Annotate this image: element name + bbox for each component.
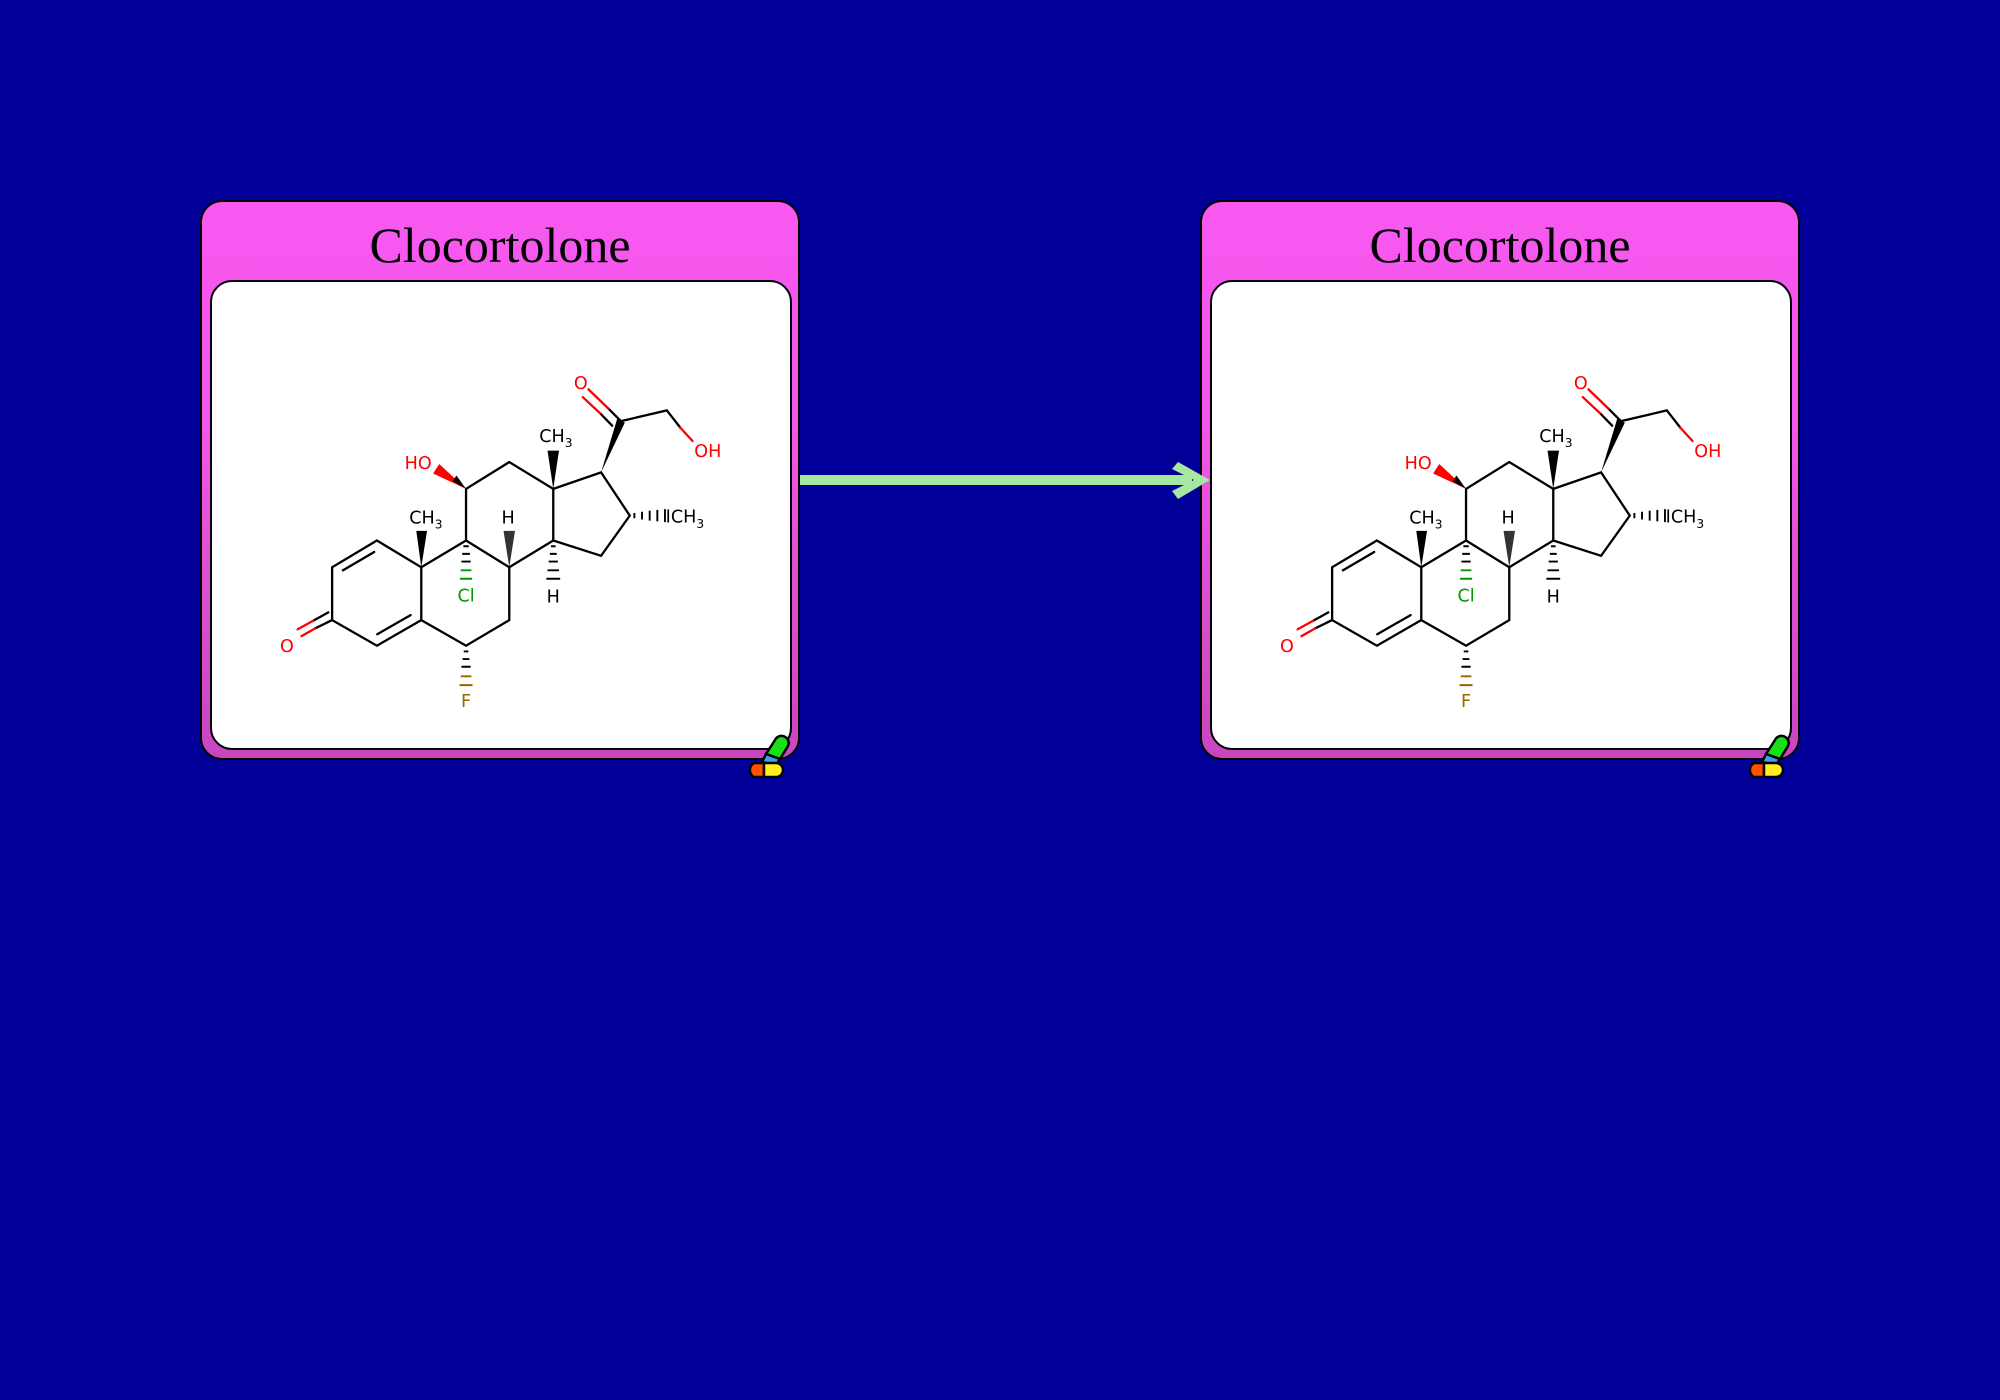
pill-capsules-icon (748, 734, 790, 778)
atom-label-o3: O (1280, 637, 1294, 657)
card-title: Clocortolone (1369, 217, 1631, 273)
atom-label-cl: Cl (1457, 587, 1474, 607)
structure-panel: O HO CH3 H Cl H F CH3 O OH ICH3 (1210, 280, 1792, 750)
atom-label-ch3-c10: CH3 (1409, 508, 1442, 531)
molecule-card-left: Clocortolone (200, 200, 800, 760)
card-title: Clocortolone (369, 217, 631, 273)
atom-label-o3: O (280, 637, 294, 657)
atom-label-oh21: OH (1694, 442, 1721, 462)
atom-label-oh21: OH (694, 442, 721, 462)
atom-label-ch3-c16: ICH3 (666, 508, 704, 531)
atom-label-ch3-c16: ICH3 (1666, 508, 1704, 531)
atom-label-h14: H (1547, 587, 1560, 607)
molecule-structure: O HO CH3 H Cl H F CH3 O OH ICH3 (280, 374, 721, 712)
atom-label-cl: Cl (457, 587, 474, 607)
atom-label-h14: H (547, 587, 560, 607)
structure-panel: O HO CH3 H Cl H F CH3 O OH ICH3 (210, 280, 792, 750)
atom-label-ch3-c13: CH3 (539, 427, 572, 450)
atom-label-ho: HO (1405, 454, 1432, 474)
molecule-card-right: Clocortolone (1200, 200, 1800, 760)
atom-label-f: F (1461, 692, 1471, 712)
atom-label-f: F (461, 692, 471, 712)
atom-label-ch3-c10: CH3 (409, 508, 442, 531)
atom-label-ch3-c13: CH3 (1539, 427, 1572, 450)
atom-label-h8: H (1502, 508, 1515, 528)
atom-label-o20: O (574, 374, 588, 394)
molecule-structure: O HO CH3 H Cl H F CH3 O OH ICH3 (1280, 374, 1721, 712)
right-arrow-icon (800, 462, 1210, 499)
pill-capsules-icon (1748, 734, 1790, 778)
atom-label-h8: H (502, 508, 515, 528)
atom-label-ho: HO (405, 454, 432, 474)
atom-label-o20: O (1574, 374, 1588, 394)
